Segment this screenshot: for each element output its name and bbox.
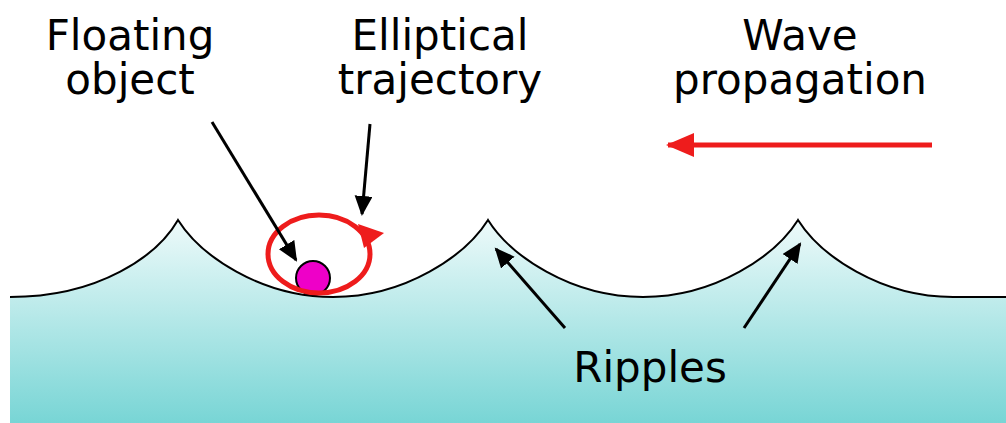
label-text: Wave propagation [640,14,960,102]
water-body [10,220,1006,423]
label-text: Ripples [540,346,760,390]
leader-line [212,122,296,260]
trajectory-arrowhead [358,224,384,248]
propagation-arrow [668,143,932,148]
label-text: Elliptical trajectory [300,14,580,102]
wave-surface [10,220,1006,297]
label-text: Floating object [20,14,240,102]
leader-line [744,244,800,328]
elliptical-trajectory [268,215,370,293]
leader-line [496,249,565,328]
leader-line [362,124,370,214]
